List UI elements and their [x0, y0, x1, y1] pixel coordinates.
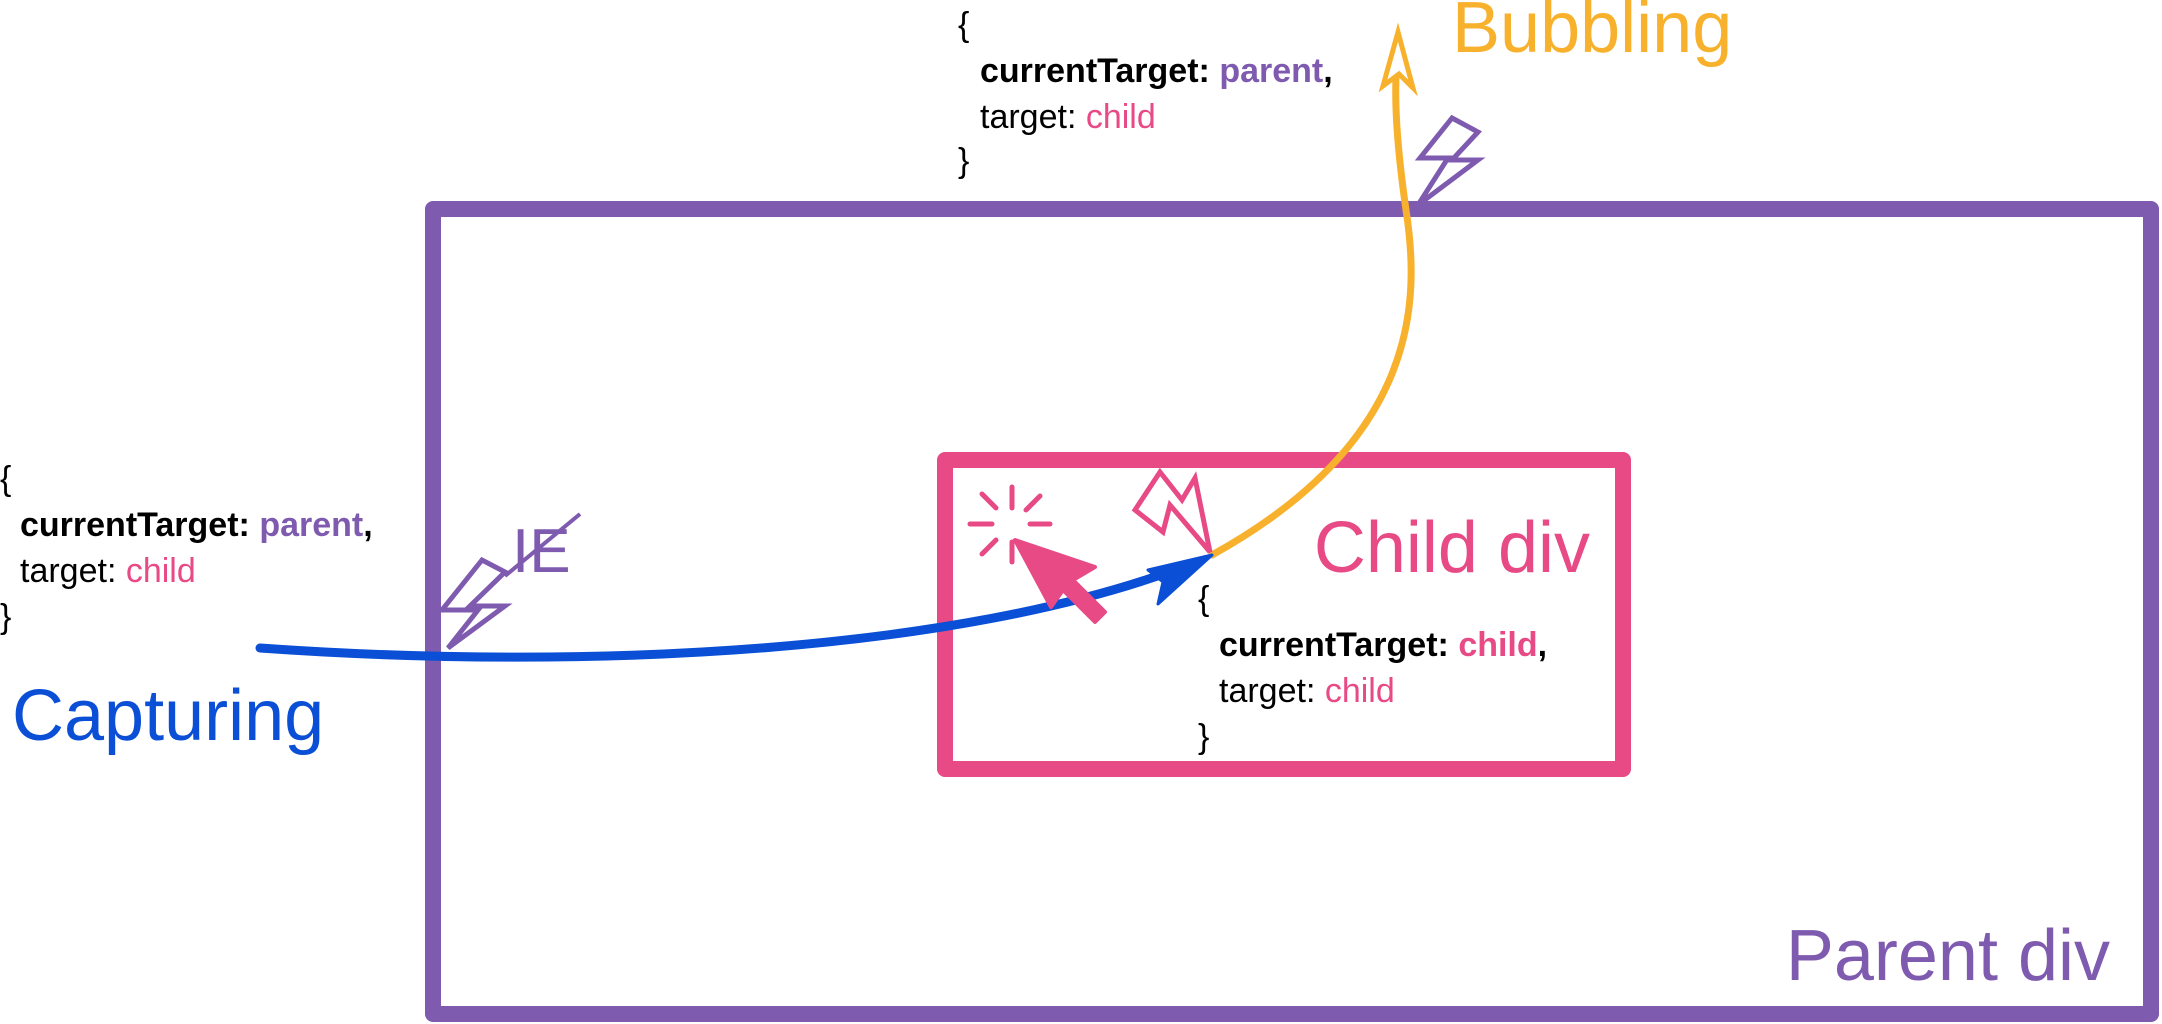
- comma: ,: [1323, 52, 1332, 90]
- current-target-line: currentTarget: child,: [1219, 626, 1547, 664]
- target-line: target: child: [20, 552, 196, 590]
- comma: ,: [1538, 626, 1547, 664]
- bubbling-label: Bubbling: [1452, 0, 1732, 68]
- target-value: child: [126, 552, 196, 590]
- target-key: target:: [20, 552, 116, 590]
- target-key: target:: [980, 98, 1076, 136]
- current-target-value: child: [1458, 626, 1537, 664]
- brace-close: }: [958, 142, 969, 180]
- target-line: target: child: [980, 98, 1156, 136]
- current-target-key: currentTarget:: [980, 52, 1210, 90]
- current-target-value: parent: [259, 506, 363, 544]
- current-target-key: currentTarget:: [20, 506, 250, 544]
- lightning-icon: [1131, 467, 1213, 554]
- brace-close: }: [0, 598, 11, 636]
- brace-open: {: [0, 460, 11, 498]
- target-value: child: [1325, 672, 1395, 710]
- ie-strike-line: [503, 512, 582, 578]
- capturing-label: Capturing: [12, 676, 324, 756]
- parent-div-label: Parent div: [1786, 916, 2110, 996]
- brace-open: {: [1198, 580, 1209, 618]
- brace-close: }: [1198, 718, 1209, 756]
- comma: ,: [363, 506, 372, 544]
- lightning-icon: [1414, 114, 1486, 207]
- event-object-capture: { currentTarget: parent, target: child }: [0, 460, 373, 636]
- child-div-box: [937, 452, 1631, 777]
- current-target-line: currentTarget: parent,: [980, 52, 1333, 90]
- target-line: target: child: [1219, 672, 1395, 710]
- current-target-line: currentTarget: parent,: [20, 506, 373, 544]
- target-key: target:: [1219, 672, 1315, 710]
- current-target-key: currentTarget:: [1219, 626, 1449, 664]
- current-target-value: parent: [1219, 52, 1323, 90]
- target-value: child: [1086, 98, 1156, 136]
- brace-open: {: [958, 6, 969, 44]
- capturing-arrowhead: [1146, 553, 1214, 606]
- parent-div-box: [425, 201, 2159, 1022]
- lightning-icon: [436, 556, 513, 651]
- bubbling-arrow: [1208, 56, 1415, 559]
- event-object-at-target: { currentTarget: child, target: child }: [1198, 580, 1547, 756]
- child-div-label: Child div: [1314, 508, 1590, 588]
- event-object-bubble: { currentTarget: parent, target: child }: [958, 6, 1333, 180]
- mouse-pointer-icon: [1013, 538, 1107, 624]
- bubbling-arrowhead: [1378, 22, 1418, 97]
- click-burst-icon: [967, 484, 1053, 565]
